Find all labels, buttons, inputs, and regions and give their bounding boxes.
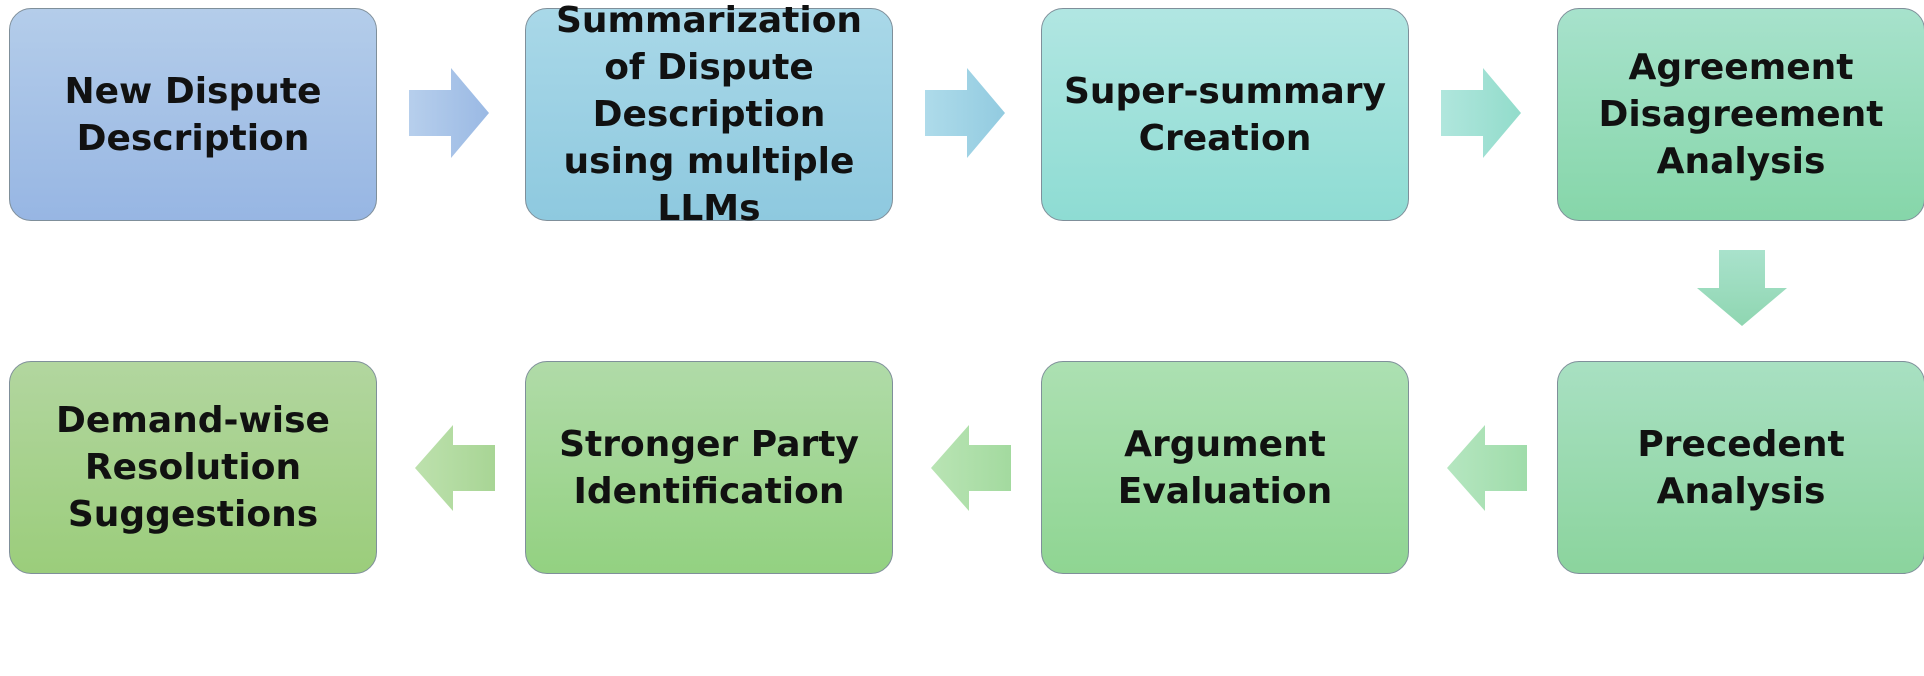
step-argument-evaluation: Argument Evaluation <box>1041 361 1409 574</box>
arrow-right-icon <box>925 68 1005 158</box>
step-precedent-analysis: Precedent Analysis <box>1557 361 1924 574</box>
step-super-summary-creation: Super-summary Creation <box>1041 8 1409 221</box>
step-summarization: Summarization of Dispute Description usi… <box>525 0 893 229</box>
step-new-dispute-description: New Dispute Description <box>9 8 377 221</box>
step-label: Stronger Party Identification <box>559 423 859 512</box>
arrow-right-icon <box>409 68 489 158</box>
step-label: Precedent Analysis <box>1637 423 1845 512</box>
step-stronger-party-identification: Stronger Party Identification <box>525 361 893 574</box>
step-label: Super-summary Creation <box>1063 70 1387 159</box>
step-resolution-suggestions: Demand-wise Resolution Suggestions <box>9 361 377 574</box>
step-label: Argument Evaluation <box>1117 423 1333 512</box>
arrow-left-icon <box>415 425 495 511</box>
step-label: Demand-wise Resolution Suggestions <box>56 400 330 535</box>
step-label: Agreement Disagreement Analysis <box>1598 47 1884 182</box>
step-agreement-disagreement-analysis: Agreement Disagreement Analysis <box>1557 8 1924 221</box>
arrow-right-icon <box>1441 68 1521 158</box>
arrow-left-icon <box>931 425 1011 511</box>
arrow-down-icon <box>1697 250 1787 326</box>
arrow-left-icon <box>1447 425 1527 511</box>
step-label: New Dispute Description <box>64 70 322 159</box>
step-label: Summarization of Dispute Description usi… <box>555 0 863 229</box>
